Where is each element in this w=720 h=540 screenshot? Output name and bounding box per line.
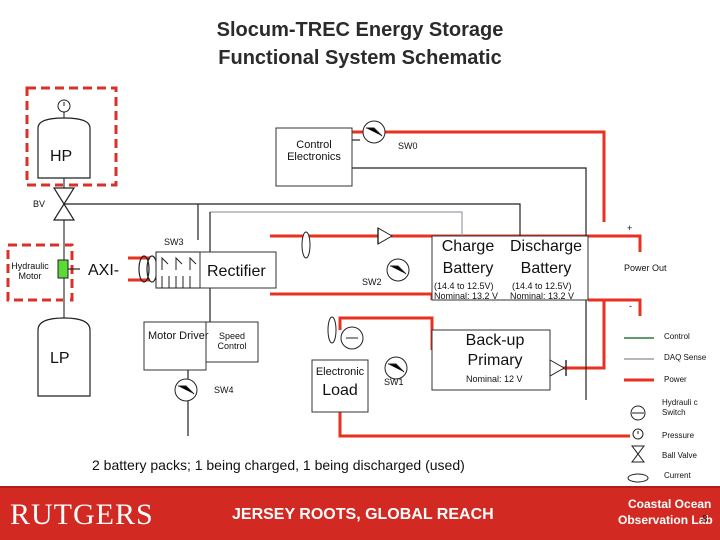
bv-label: BV [33, 199, 46, 209]
legend-pressure-icon [632, 428, 644, 440]
lp-label: LP [50, 350, 70, 367]
discharge-battery-line-2: Battery [520, 260, 572, 277]
sw1-switch-icon [384, 356, 408, 380]
axi-label: AXI- [88, 262, 120, 279]
rectifier-box [199, 251, 277, 289]
power-out-label: Power Out [624, 263, 667, 273]
power-line-plus [588, 234, 642, 252]
control-line-top [198, 203, 521, 236]
motor-driver-box [143, 321, 207, 371]
power-line-backup [560, 300, 606, 370]
sw0-switch-icon [362, 120, 386, 144]
sw3-label: SW3 [164, 237, 184, 247]
current-sense-icon [340, 326, 364, 350]
slide-title-line-1: Slocum-TREC Energy Storage [216, 19, 504, 41]
diode-icon [377, 227, 394, 245]
note-text: 2 battery packs; 1 being charged, 1 bein… [92, 457, 465, 473]
page-number: 8 [702, 514, 708, 525]
discharge-battery-nominal: Nominal: 13.2 V [510, 291, 575, 301]
lab-name-line-1: Coastal Ocean [628, 497, 712, 511]
fuse-upper [301, 231, 311, 259]
power-line-top [352, 130, 606, 222]
legend-pressure-label: Pressure [662, 431, 695, 440]
electronic-load-box [311, 359, 369, 413]
backup-line-1: Back-up [465, 332, 525, 349]
hydraulic-motor-label: Hydraulic Motor [11, 261, 49, 281]
sw4-label: SW4 [214, 385, 234, 395]
footer-rule [0, 486, 720, 488]
axi-rings [138, 255, 158, 283]
hp-tank [37, 117, 91, 179]
legend-current-icon [627, 473, 649, 483]
charge-battery-line-1: Charge [441, 238, 495, 255]
footer-banner: RUTGERS JERSEY ROOTS, GLOBAL REACH Coast… [0, 488, 720, 540]
tagline-text: JERSEY ROOTS, GLOBAL REACH [232, 506, 494, 523]
sw2-label: SW2 [362, 277, 382, 287]
control-line-sense [210, 211, 463, 236]
backup-nominal: Nominal: 12 V [466, 374, 523, 384]
charge-battery-range: (14.4 to 12.5V) [434, 281, 494, 291]
power-line-minus [588, 298, 642, 316]
speed-control-box [205, 321, 259, 363]
slide-title-line-2: Functional System Schematic [218, 47, 502, 69]
lab-name-line-2: Observation Lab [618, 513, 713, 527]
discharge-battery-range: (14.4 to 12.5V) [512, 281, 572, 291]
speed-control-label: Speed Control [217, 331, 247, 351]
hp-dashed-box [25, 86, 118, 187]
control-electronics-label: Control Electronics [287, 139, 341, 164]
legend-power-label: Power [664, 375, 687, 384]
legend-ball-valve-label: Ball Valve [662, 451, 697, 460]
control-line-right [352, 167, 587, 400]
plus-terminal-label: + [627, 223, 633, 233]
sw4-switch-icon [174, 378, 198, 402]
fuse-lower [327, 316, 337, 344]
legend-hydraulic-switch-icon [630, 405, 646, 421]
backup-line-2: Primary [467, 352, 523, 369]
backup-primary-box [431, 329, 551, 391]
rutgers-logo-text: RUTGERS [10, 498, 154, 531]
sw1-label: SW1 [384, 377, 404, 387]
legend-hydraulic-switch-label: Hydrauli c Switch [662, 398, 698, 417]
motor-dashed-box [6, 243, 74, 302]
electronic-load-label-small: Electronic [315, 366, 365, 378]
legend-daq-label: DAQ Sense [664, 353, 707, 362]
ball-valve-icon [52, 187, 76, 221]
motor-driver-label: Motor Driver [148, 330, 209, 342]
legend-control-label: Control [664, 332, 690, 341]
minus-terminal-label: - [629, 301, 632, 311]
discharge-battery-line-1: Discharge [509, 238, 583, 255]
legend-current-label: Current [664, 471, 691, 480]
control-electronics-box [275, 127, 353, 187]
charge-battery-nominal: Nominal: 13.2 V [434, 291, 499, 301]
legend-ball-valve-icon [631, 445, 645, 463]
sw2-switch-icon [386, 258, 410, 282]
backup-diode-icon [549, 359, 567, 377]
lp-tank [37, 317, 91, 397]
battery-block [431, 235, 589, 301]
electronic-load-label-big: Load [322, 382, 358, 399]
hp-label: HP [50, 148, 73, 165]
rectifier-label: Rectifier [207, 263, 266, 280]
pressure-gauge-icon [57, 99, 71, 113]
power-line-mid-bus [270, 292, 434, 300]
sw0-label: SW0 [398, 141, 418, 151]
charge-battery-line-2: Battery [442, 260, 494, 277]
hydraulic-motor-icon [57, 259, 69, 279]
sw3-switch-bank [155, 251, 201, 289]
